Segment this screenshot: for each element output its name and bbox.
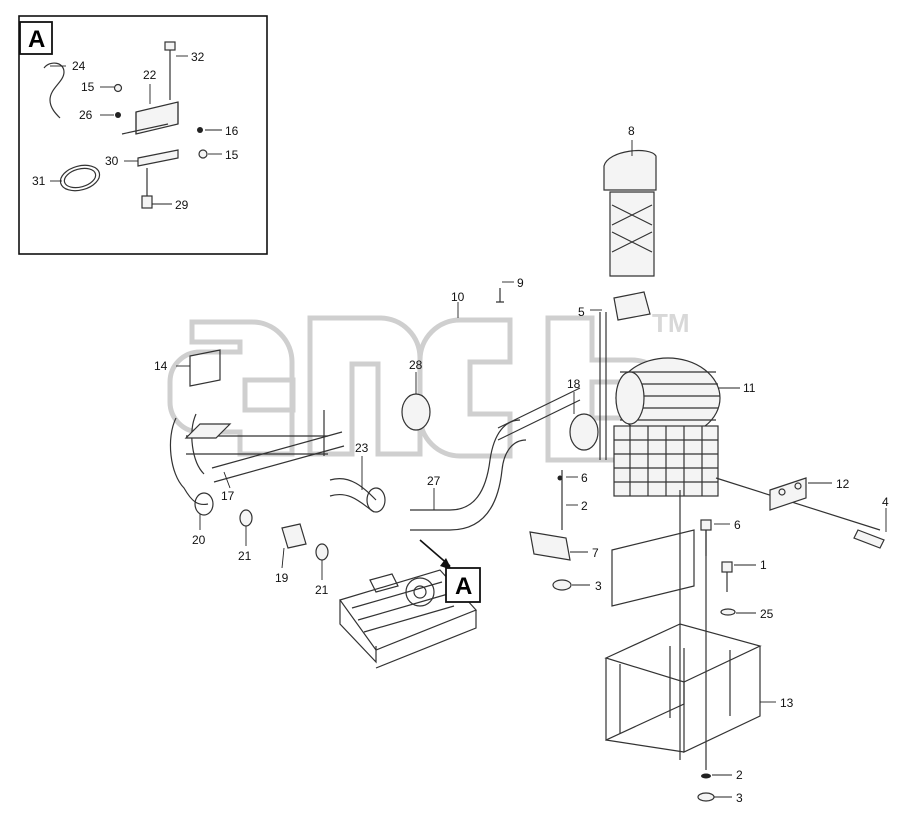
part-label-3a: 3 xyxy=(595,579,602,593)
part-label-26: 26 xyxy=(79,108,93,122)
part-label-12: 12 xyxy=(836,477,850,491)
tie-rods xyxy=(590,309,881,770)
part-label-16: 16 xyxy=(225,124,239,138)
clamp-icon xyxy=(59,164,101,192)
bolt-icon xyxy=(164,41,176,100)
view-arrow-a: A xyxy=(419,539,481,603)
part-label-23: 23 xyxy=(355,441,369,455)
part-label-21a: 21 xyxy=(238,549,252,563)
part-label-21b: 21 xyxy=(315,583,329,597)
part-label-15b: 15 xyxy=(225,148,239,162)
part-label-30: 30 xyxy=(105,154,119,168)
bracket-7 xyxy=(529,470,590,591)
washer-21-icon xyxy=(315,543,329,561)
inset-detail-a: A xyxy=(18,15,268,255)
engine-block xyxy=(339,569,478,669)
part-label-6b: 6 xyxy=(734,518,741,532)
main-callout-box xyxy=(445,567,481,603)
part-label-2b: 2 xyxy=(736,768,743,782)
bracket-icon xyxy=(121,101,179,135)
watermark-logo: TM xyxy=(167,308,690,463)
watermark-tm: TM xyxy=(652,308,690,338)
part-label-24: 24 xyxy=(72,59,86,73)
part-label-7: 7 xyxy=(592,546,599,560)
hose-part-icon xyxy=(43,62,65,119)
part-label-31: 31 xyxy=(32,174,46,188)
part-label-19: 19 xyxy=(275,571,289,585)
part-label-18: 18 xyxy=(567,377,581,391)
inset-callout-box xyxy=(19,21,53,55)
part-label-11: 11 xyxy=(743,381,756,395)
bracket-14-icon xyxy=(189,349,221,387)
fitting-9-icon xyxy=(496,288,504,303)
support-stand xyxy=(604,529,776,753)
part-label-22: 22 xyxy=(143,68,157,82)
washer-icon xyxy=(197,127,203,133)
intake-pipe-system xyxy=(169,281,599,580)
part-label-10: 10 xyxy=(451,290,465,304)
part-label-9: 9 xyxy=(517,276,524,290)
bolt-4 xyxy=(853,508,887,549)
part-label-28: 28 xyxy=(409,358,423,372)
part-label-6a: 6 xyxy=(581,471,588,485)
main-callout-label: A xyxy=(455,573,472,600)
washer-21-icon xyxy=(239,509,253,527)
part-label-3b: 3 xyxy=(736,791,743,805)
clamp-28-icon xyxy=(401,393,431,431)
part-label-25: 25 xyxy=(760,607,774,621)
bolt-icon xyxy=(141,168,153,209)
part-label-5: 5 xyxy=(578,305,585,319)
part-label-2a: 2 xyxy=(581,499,588,513)
part-label-4: 4 xyxy=(882,495,889,509)
part-label-29: 29 xyxy=(175,198,189,212)
part-label-15a: 15 xyxy=(81,80,95,94)
part-label-17: 17 xyxy=(221,489,235,503)
part-label-14: 14 xyxy=(154,359,168,373)
clamp-20-icon xyxy=(194,492,214,516)
inset-callout-label: A xyxy=(28,26,45,53)
coupling-19-icon xyxy=(281,523,307,549)
mounting-bracket-12 xyxy=(769,477,832,511)
part-number-labels: 24 32 22 15 26 16 15 30 31 29 8 10 9 5 1… xyxy=(32,50,889,805)
air-filter-housing xyxy=(613,357,740,497)
clamp-18-icon xyxy=(569,413,599,451)
part-label-13: 13 xyxy=(780,696,794,710)
plate-icon xyxy=(137,149,179,167)
hardware-right xyxy=(697,519,756,802)
washer-icon xyxy=(115,112,121,118)
nut-icon xyxy=(198,149,208,159)
clamp-23-icon xyxy=(366,487,386,513)
snorkel-intake xyxy=(603,140,657,321)
part-label-1: 1 xyxy=(760,558,767,572)
part-label-8: 8 xyxy=(628,124,635,138)
part-label-32: 32 xyxy=(191,50,205,64)
part-label-27: 27 xyxy=(427,474,441,488)
part-label-20: 20 xyxy=(192,533,206,547)
nut-icon xyxy=(113,83,123,93)
